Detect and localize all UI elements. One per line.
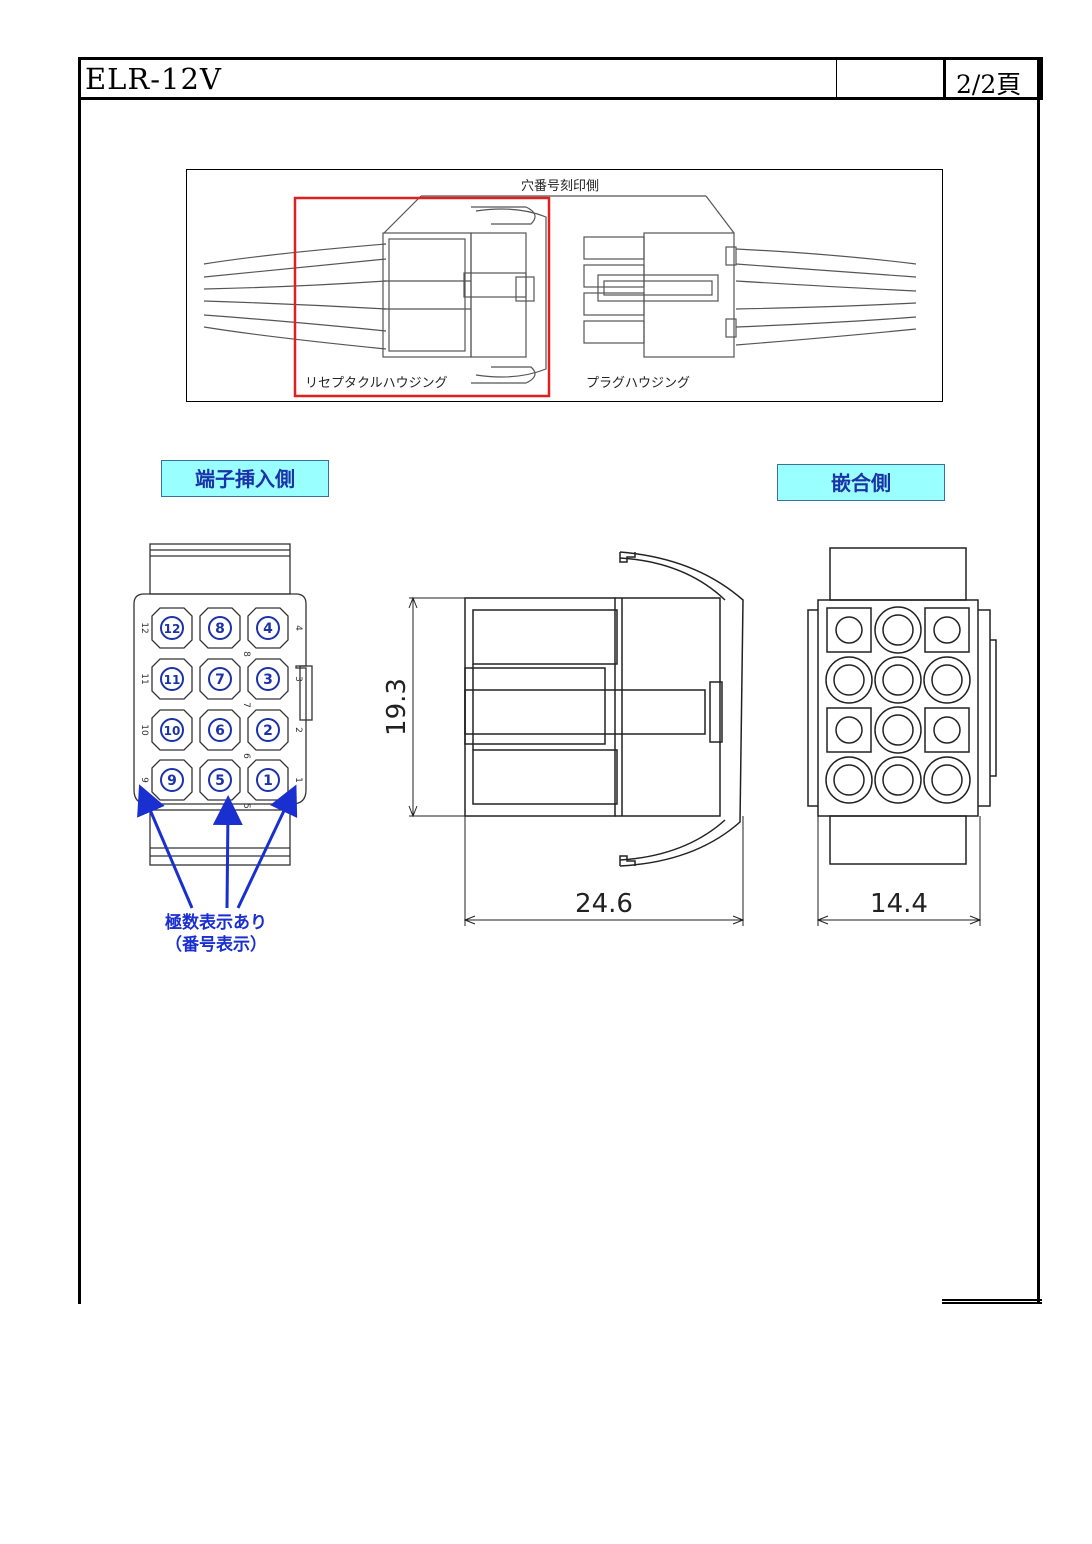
pin-number: 10 [164, 724, 181, 738]
round-cavity [874, 606, 922, 654]
square-cavity [826, 607, 872, 653]
terminal-hole [833, 764, 865, 796]
right-edge-number: 3 [293, 676, 303, 682]
terminal-hole [833, 664, 865, 696]
terminal-hole [835, 716, 863, 744]
pin-number: 1 [263, 773, 273, 789]
pin-number: 2 [263, 723, 273, 739]
title-divider [836, 60, 837, 97]
pin-number: 11 [164, 673, 181, 687]
mating-side-view: 14.4 [807, 547, 997, 926]
dimension-length: 24.6 [575, 889, 633, 919]
round-cavity [874, 656, 922, 704]
pin-cavity [151, 658, 193, 700]
pin-cavity [199, 709, 241, 751]
pin-cavity [247, 709, 289, 751]
pin-cavity [247, 607, 289, 649]
terminal-hole [882, 664, 914, 696]
right-edge-number: 4 [293, 625, 303, 631]
pin-cavity [199, 607, 241, 649]
left-edge-number: 10 [139, 724, 149, 736]
pin-number-circle [160, 667, 184, 691]
terminal-hole [882, 714, 914, 746]
pin-number-circle [208, 616, 232, 640]
plug-label: プラグハウジング [586, 376, 690, 391]
right-edge-number: 1 [293, 777, 303, 783]
side-view-drawing: 19.3 24.6 [382, 551, 745, 926]
round-cavity [923, 656, 971, 704]
connector-photo [186, 169, 943, 402]
pin-cavity [151, 759, 193, 801]
round-cavity [825, 756, 873, 804]
pin-number-circle [160, 768, 184, 792]
mid-edge-number: 6 [241, 753, 251, 759]
terminal-side-text: 端子挿入側 [195, 467, 295, 491]
pin-number: 5 [215, 773, 225, 789]
frame-bottom-mark [942, 1299, 1042, 1304]
left-edge-number: 12 [139, 622, 149, 633]
mating-side-label: 嵌合側 [777, 464, 945, 501]
polarity-note-line2: （番号表示） [165, 934, 267, 955]
terminal-hole [882, 764, 914, 796]
pin-number-circle [208, 667, 232, 691]
right-edge-number: 2 [293, 727, 303, 733]
left-edge-number: 9 [139, 777, 149, 783]
round-cavity [923, 756, 971, 804]
pin-number: 3 [263, 672, 273, 688]
mid-edge-number: 7 [241, 702, 251, 708]
pin-number-circle [256, 667, 280, 691]
pin-number: 8 [215, 621, 225, 637]
dimension-width: 14.4 [870, 889, 928, 919]
terminal-hole [882, 614, 914, 646]
pin-number: 12 [164, 622, 181, 636]
receptacle-label: リセプタクルハウジング [305, 376, 448, 391]
title-divider [943, 60, 946, 97]
pin-cavity [199, 658, 241, 700]
left-edge-number: 11 [139, 673, 149, 684]
pin-cavity [151, 709, 193, 751]
terminal-hole [933, 716, 961, 744]
terminal-hole [835, 616, 863, 644]
square-cavity [924, 607, 970, 653]
connector-photo-drawing: 穴番号刻印側 リセプタクルハウジング プラグハウジング [203, 179, 917, 398]
pin-number-circle [208, 768, 232, 792]
polarity-note-line1: 極数表示あり [165, 912, 267, 933]
square-cavity [924, 707, 970, 753]
pin-number: 4 [263, 621, 273, 637]
receptacle-highlight [293, 196, 551, 398]
mid-edge-number: 5 [241, 803, 251, 809]
part-number: ELR-12V [85, 62, 222, 96]
pin-number-circle [160, 718, 184, 742]
pin-cavity [247, 658, 289, 700]
polarity-arrows: 極数表示あり （番号表示） [137, 784, 298, 955]
pin-number-circle [160, 616, 184, 640]
pin-cavity [151, 607, 193, 649]
pin-number-circle [256, 616, 280, 640]
terminal-hole [931, 664, 963, 696]
round-cavity [825, 656, 873, 704]
dimension-height: 19.3 [382, 678, 412, 736]
pin-number: 9 [167, 773, 177, 789]
terminal-hole [931, 764, 963, 796]
page-number: 2/2頁 [956, 70, 1022, 99]
title-block: ELR-12V 2/2頁 [78, 57, 1043, 100]
pin-number-circle [208, 718, 232, 742]
mid-edge-number: 8 [241, 651, 251, 657]
terminal-hole [933, 616, 961, 644]
mating-side-text: 嵌合側 [831, 471, 891, 495]
round-cavity [874, 756, 922, 804]
pin-number: 7 [215, 672, 225, 688]
pin-number: 6 [215, 723, 225, 739]
pin-number-circle [256, 718, 280, 742]
square-cavity [826, 707, 872, 753]
terminal-side-label: 端子挿入側 [161, 460, 329, 497]
photo-caption: 穴番号刻印側 [521, 179, 599, 194]
round-cavity [874, 706, 922, 754]
